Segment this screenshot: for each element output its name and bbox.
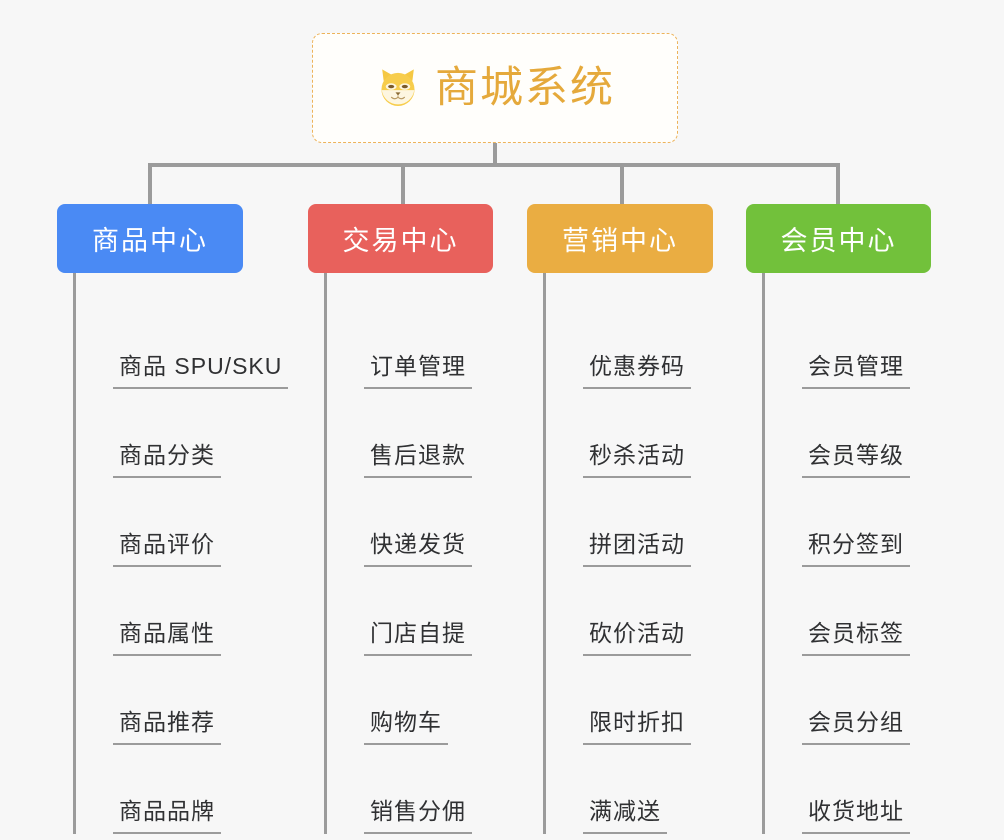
- connector-drop-1: [401, 163, 405, 204]
- leaf-label: 门店自提: [364, 620, 472, 656]
- leaf-label: 会员分组: [802, 709, 910, 745]
- leaf-label: 收货地址: [802, 798, 910, 834]
- leaf-list-2: 优惠券码 秒杀活动 拼团活动 砍价活动 限时折扣 满减送: [543, 273, 713, 834]
- leaf-item[interactable]: 优惠券码: [543, 300, 713, 389]
- leaf-list-1: 订单管理 售后退款 快递发货 门店自提 购物车 销售分佣: [324, 273, 493, 834]
- leaf-label: 快递发货: [364, 531, 472, 567]
- root-node[interactable]: 商城系统: [312, 33, 678, 143]
- leaf-label: 商品品牌: [113, 798, 221, 834]
- leaf-list-3: 会员管理 会员等级 积分签到 会员标签 会员分组 收货地址: [762, 273, 931, 834]
- leaf-item[interactable]: 商品分类: [73, 389, 288, 478]
- leaf-label: 商品属性: [113, 620, 221, 656]
- leaf-label: 商品 SPU/SKU: [113, 353, 289, 389]
- leaf-label: 购物车: [364, 709, 448, 745]
- leaf-label: 积分签到: [802, 531, 910, 567]
- branch-column-0: 商品中心 商品 SPU/SKU 商品分类 商品评价 商品属性 商品推荐 商品品牌: [57, 204, 289, 834]
- leaf-label: 商品评价: [113, 531, 221, 567]
- leaf-label: 优惠券码: [583, 353, 691, 389]
- leaf-item[interactable]: 限时折扣: [543, 656, 713, 745]
- leaf-label: 会员标签: [802, 620, 910, 656]
- leaf-list-0: 商品 SPU/SKU 商品分类 商品评价 商品属性 商品推荐 商品品牌: [73, 273, 289, 834]
- leaf-label: 秒杀活动: [583, 442, 691, 478]
- leaf-item[interactable]: 拼团活动: [543, 478, 713, 567]
- connector-root-stem: [493, 143, 497, 166]
- leaf-label: 会员等级: [802, 442, 910, 478]
- branch-column-3: 会员中心 会员管理 会员等级 积分签到 会员标签 会员分组 收货地址: [746, 204, 931, 834]
- leaf-item[interactable]: 积分签到: [762, 478, 931, 567]
- leaf-item[interactable]: 快递发货: [324, 478, 493, 567]
- leaf-label: 会员管理: [802, 353, 910, 389]
- leaf-item[interactable]: 满减送: [543, 745, 713, 834]
- leaf-label: 订单管理: [364, 353, 472, 389]
- leaf-item[interactable]: 商品评价: [73, 478, 288, 567]
- branch-column-2: 营销中心 优惠券码 秒杀活动 拼团活动 砍价活动 限时折扣 满减送: [527, 204, 713, 834]
- leaf-label: 满减送: [583, 798, 667, 834]
- leaf-label: 拼团活动: [583, 531, 691, 567]
- connector-drop-0: [148, 163, 152, 204]
- category-label-0: 商品中心: [92, 226, 208, 256]
- category-header-0[interactable]: 商品中心: [57, 204, 243, 273]
- leaf-item[interactable]: 会员标签: [762, 567, 931, 656]
- leaf-label: 商品推荐: [113, 709, 221, 745]
- category-header-3[interactable]: 会员中心: [746, 204, 931, 273]
- leaf-item[interactable]: 商品 SPU/SKU: [73, 300, 289, 389]
- leaf-item[interactable]: 商品属性: [73, 567, 288, 656]
- connector-horizontal-bus: [150, 163, 838, 167]
- category-label-3: 会员中心: [780, 226, 897, 256]
- leaf-item[interactable]: 订单管理: [324, 300, 493, 389]
- leaf-item[interactable]: 收货地址: [762, 745, 931, 834]
- leaf-item[interactable]: 秒杀活动: [543, 389, 713, 478]
- spine-3: [762, 273, 765, 834]
- leaf-label: 售后退款: [364, 442, 472, 478]
- leaf-item[interactable]: 商品品牌: [73, 745, 288, 834]
- root-title: 商城系统: [435, 63, 615, 112]
- spine-2: [543, 273, 546, 834]
- leaf-label: 限时折扣: [583, 709, 691, 745]
- leaf-item[interactable]: 销售分佣: [324, 745, 493, 834]
- leaf-item[interactable]: 会员分组: [762, 656, 931, 745]
- category-label-1: 交易中心: [342, 226, 459, 256]
- connector-drop-2: [620, 163, 624, 204]
- leaf-item[interactable]: 售后退款: [324, 389, 493, 478]
- shiba-dog-face-icon: [381, 69, 415, 107]
- spine-0: [73, 273, 76, 834]
- leaf-item[interactable]: 商品推荐: [73, 656, 288, 745]
- spine-1: [324, 273, 327, 834]
- leaf-label: 砍价活动: [583, 620, 691, 656]
- leaf-label: 商品分类: [113, 442, 221, 478]
- category-label-2: 营销中心: [562, 226, 678, 256]
- leaf-item[interactable]: 购物车: [324, 656, 493, 745]
- leaf-item[interactable]: 砍价活动: [543, 567, 713, 656]
- branch-column-1: 交易中心 订单管理 售后退款 快递发货 门店自提 购物车 销售分佣: [308, 204, 493, 834]
- category-header-1[interactable]: 交易中心: [308, 204, 493, 273]
- leaf-item[interactable]: 会员管理: [762, 300, 931, 389]
- leaf-item[interactable]: 会员等级: [762, 389, 931, 478]
- leaf-item[interactable]: 门店自提: [324, 567, 493, 656]
- category-header-2[interactable]: 营销中心: [527, 204, 713, 273]
- leaf-label: 销售分佣: [364, 798, 472, 834]
- connector-drop-3: [836, 163, 840, 204]
